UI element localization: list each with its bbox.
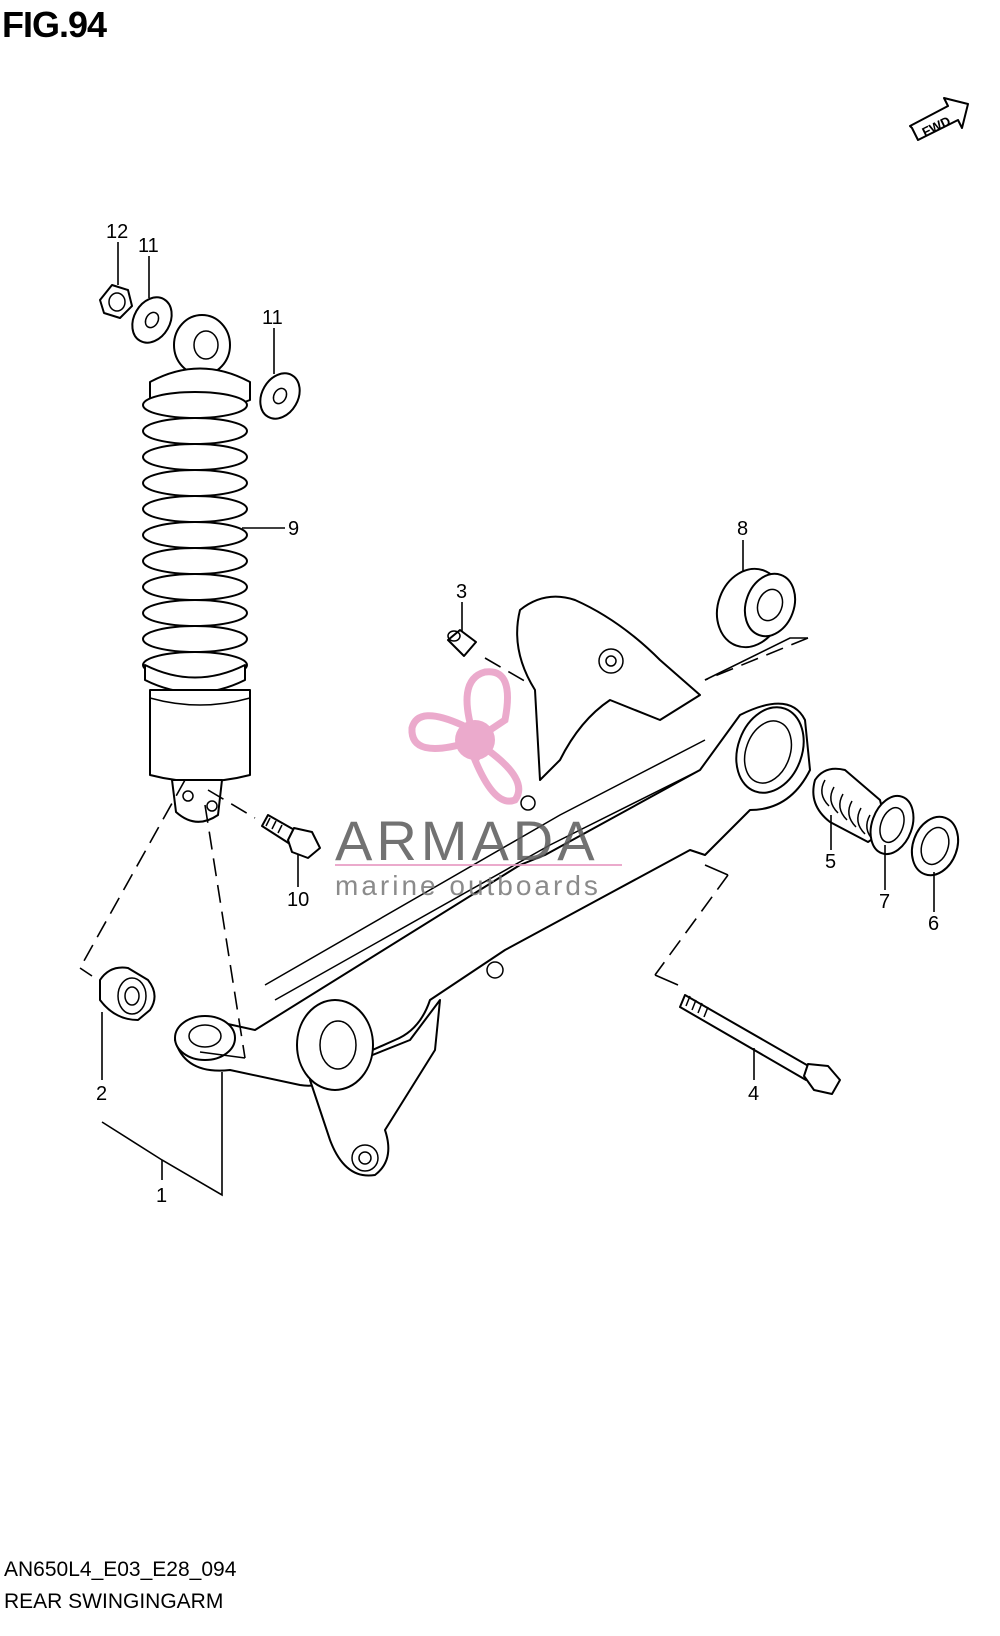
washer-11-top bbox=[131, 296, 173, 344]
fwd-label: FWD bbox=[920, 113, 953, 139]
fwd-arrow-icon: FWD bbox=[909, 97, 969, 141]
callout-2: 2 bbox=[96, 1083, 107, 1105]
shock-absorber bbox=[142, 314, 251, 823]
callout-9: 9 bbox=[288, 518, 299, 540]
propeller-logo-icon bbox=[408, 668, 523, 805]
callout-6: 6 bbox=[928, 913, 939, 935]
locknut-6 bbox=[910, 815, 960, 877]
spring-coil bbox=[142, 521, 248, 549]
callout-4: 4 bbox=[748, 1083, 759, 1105]
thread-line bbox=[821, 779, 830, 807]
bolt-4 bbox=[679, 994, 841, 1095]
bushing-2 bbox=[99, 966, 156, 1021]
watermark-title: ARMADA bbox=[335, 809, 599, 872]
callout-labels: 12 11 11 9 8 3 5 7 6 10 2 1 4 bbox=[96, 221, 939, 1207]
thread-line bbox=[848, 800, 857, 828]
pin-3 bbox=[447, 629, 477, 657]
spring-coil bbox=[142, 573, 248, 601]
bearing-8 bbox=[715, 567, 797, 649]
thread-line bbox=[839, 793, 848, 821]
callout-1: 1 bbox=[156, 1185, 167, 1207]
assembly-lines bbox=[79, 637, 809, 1059]
bolt-10 bbox=[261, 814, 321, 859]
figure-code: AN650L4_E03_E28_094 bbox=[4, 1558, 237, 1581]
spring-coil bbox=[142, 547, 248, 575]
callout-8: 8 bbox=[737, 518, 748, 540]
figure-title: FIG.94 bbox=[2, 4, 107, 45]
swingarm bbox=[174, 595, 811, 1177]
watermark-subtitle: marine outboards bbox=[335, 870, 601, 901]
armada-watermark: ARMADA marine outboards bbox=[335, 668, 622, 901]
callout-11-right: 11 bbox=[262, 307, 283, 329]
washer-7 bbox=[869, 794, 915, 856]
callout-12: 12 bbox=[106, 221, 128, 243]
spring-coil bbox=[142, 469, 248, 497]
spring-coil bbox=[142, 391, 248, 419]
callout-3: 3 bbox=[456, 581, 467, 603]
thread-line bbox=[830, 786, 839, 814]
leader-lines bbox=[101, 242, 935, 1197]
callout-7: 7 bbox=[879, 891, 890, 913]
spring-coil bbox=[142, 599, 248, 627]
spring-coil bbox=[142, 417, 248, 445]
callout-11-top: 11 bbox=[138, 235, 159, 257]
figure-name: REAR SWINGINGARM bbox=[4, 1590, 224, 1613]
spring-coil bbox=[142, 443, 248, 471]
thread-line bbox=[857, 807, 866, 835]
spring-coil bbox=[142, 495, 248, 523]
spring-coil bbox=[142, 625, 248, 653]
callout-10: 10 bbox=[287, 889, 309, 911]
callout-5: 5 bbox=[825, 851, 836, 873]
nut-12 bbox=[99, 284, 133, 319]
washer-11-right bbox=[259, 372, 301, 420]
